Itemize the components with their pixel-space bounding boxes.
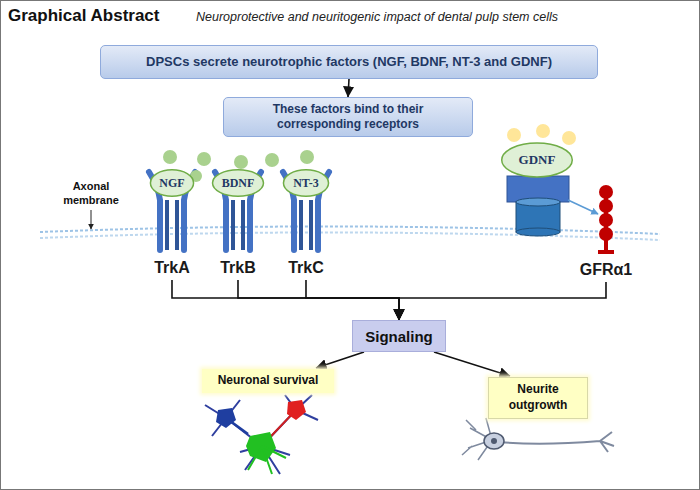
axonal-membrane [40,226,660,240]
gfra1-receptor [599,227,613,241]
signaling-box: Signaling [352,320,446,352]
ligand-ellipse: GDNF [501,142,573,178]
neurotrophin-dots [163,150,177,164]
ligand-ellipse: NT-3 [283,169,329,197]
node-text: TrkC [288,259,324,277]
gdnf-dots [507,128,521,142]
receptor-name: TrkB [216,258,260,278]
neurite-neuron [491,438,497,444]
gdnf-dots [536,124,550,138]
node-text: GDNF [519,152,556,168]
neurite-neuron [462,418,614,460]
receptor-name: GFRα1 [576,260,637,280]
receptor-name: TrkA [150,258,194,278]
node-text: Neurite outgrowth [495,382,581,413]
surviving-neurons [248,446,286,474]
gfra1-receptor [599,199,613,213]
ellipse-outline [283,170,328,196]
surviving-neurons [205,395,318,474]
coreceptor-arrow [568,200,598,214]
connector-arrow [316,352,364,368]
membrane-pointer [91,210,92,229]
gfra1-receptor [599,213,613,227]
ret-receptor [516,228,560,236]
ret-receptor [516,198,560,206]
trk-receptors [149,172,329,250]
ret-receptor [507,176,569,236]
gfra1-receptor [599,185,613,199]
outcome-box: Neuronal survival [202,369,334,393]
structure-label: Axonal membrane [56,180,126,208]
gfra1-receptor [598,192,614,252]
subtitle: Neuroprotective and neuritogenic impact … [196,10,558,24]
node-text: TrkB [220,259,256,277]
surviving-neurons [216,408,236,428]
axonal-membrane [40,232,660,240]
connector-arrow [399,282,606,320]
ligand-ellipse: BDNF [212,169,264,197]
receptor-name: TrkC [284,258,328,278]
connector-arrow [306,280,399,320]
node-text: NT-3 [293,176,319,191]
node-text: GFRα1 [580,261,633,279]
title: Graphical Abstract [8,6,159,26]
node-text: NGF [159,176,184,191]
outcome-box: Neurite outgrowth [488,377,588,419]
neurite-neuron [484,433,504,449]
surviving-neurons [287,400,306,420]
connector-arrow [238,280,399,320]
trk-receptors [215,172,261,250]
node-text: Signaling [365,328,433,345]
neurotrophin-dots [234,155,248,169]
neurotrophin-dots [300,150,314,164]
connector-arrow [348,79,349,97]
process-box: These factors bind to their correspondin… [223,97,473,137]
ellipse-outline [213,170,264,196]
node-text: TrkA [154,259,190,277]
neurite-neuron [500,432,614,452]
node-text: These factors bind to their correspondin… [234,102,462,132]
connector-arrow [172,280,399,320]
ellipse-outline [502,143,573,177]
node-text: DPSCs secrete neurotrophic factors (NGF,… [146,54,552,70]
gfra1-receptor [598,185,614,252]
neurotrophin-dots [265,153,279,167]
node-text: BDNF [222,176,255,191]
ellipse-outline [150,170,193,196]
gdnf-dots [507,124,576,145]
node-text: Neuronal survival [218,373,319,389]
connector-arrow [434,352,510,376]
surviving-neurons [205,395,318,474]
process-box: DPSCs secrete neurotrophic factors (NGF,… [100,45,598,79]
gdnf-dots [562,131,576,145]
ligand-ellipse: NGF [150,169,194,197]
neurotrophin-dots [197,152,211,166]
